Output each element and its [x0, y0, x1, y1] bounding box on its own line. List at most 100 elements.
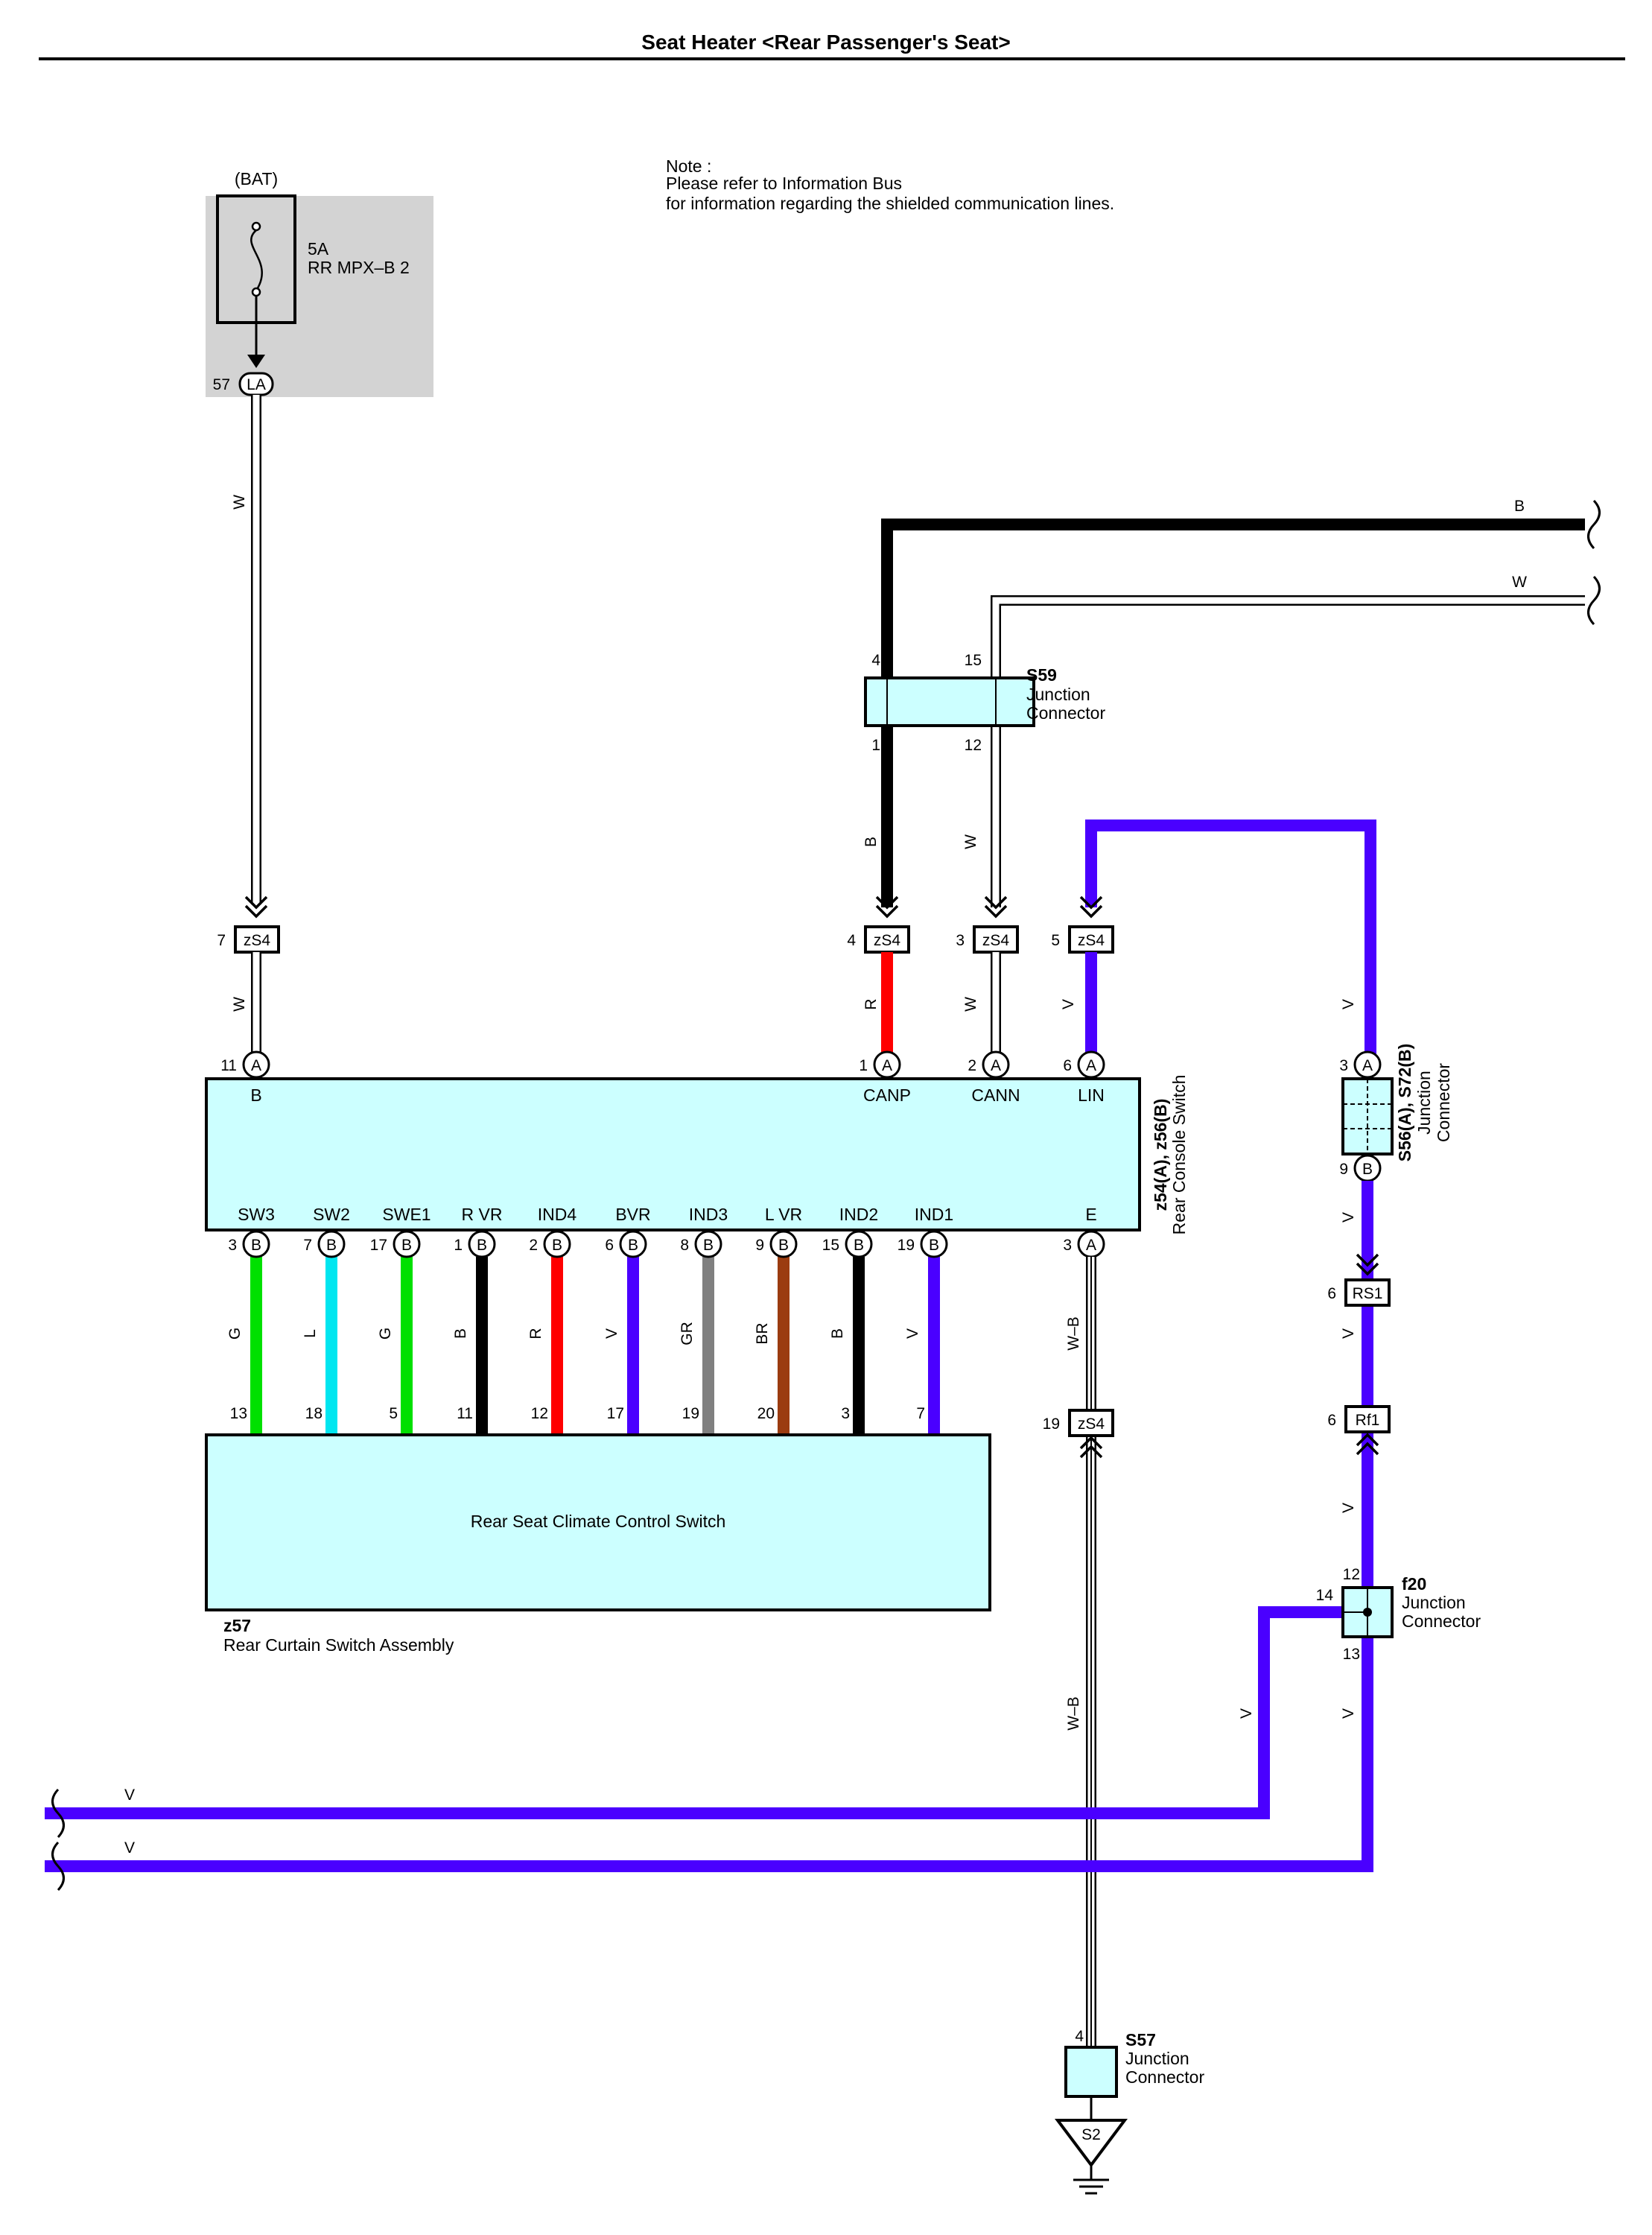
note-line-1: Please refer to Information Bus [666, 174, 902, 193]
wire-color-label: R [527, 1328, 544, 1339]
s57-code: S57 [1125, 2030, 1156, 2049]
console-pin-conn: B [628, 1237, 638, 1254]
console-pin-circle [694, 1230, 722, 1258]
console-pin-label: SW3 [238, 1205, 275, 1224]
wire-color-label: BR [754, 1322, 771, 1344]
zs4-pin: 19 [1043, 1416, 1060, 1433]
climate-pin-number: 13 [230, 1405, 247, 1422]
f20-desc-line-1: Junction [1402, 1593, 1466, 1612]
wire-color-zs4-3: W [962, 997, 979, 1012]
break-mark-bottom-upper [51, 1788, 65, 1839]
note-heading: Note : [666, 156, 711, 176]
wire-b-main [881, 519, 1585, 907]
s57-desc-line-1: Junction [1125, 2049, 1189, 2068]
s59-pin-top-left: 4 [871, 652, 880, 669]
rf1-connector: Rf1 6 [1327, 1405, 1391, 1433]
wire-color-s59-b: B [862, 837, 880, 847]
climate-pin-number: 20 [757, 1405, 775, 1422]
console-pin-circle [619, 1230, 647, 1258]
s59-pin-bottom-right: 12 [965, 737, 982, 754]
wire-color-rf1: V [1340, 1503, 1357, 1513]
wire-v-lin [1085, 820, 1376, 1061]
pin-number: 9 [1339, 1161, 1348, 1178]
zs4-pin: 3 [956, 932, 965, 949]
pin-number: 2 [968, 1057, 976, 1074]
console-pin-circle [242, 1230, 270, 1258]
wire-color-bottom-lower: V [124, 1839, 135, 1857]
rs1-pin: 6 [1327, 1285, 1336, 1302]
console-pin-circle [317, 1230, 346, 1258]
s59-pin-top-right: 15 [965, 652, 982, 669]
console-pin-conn: B [854, 1237, 864, 1254]
zs4-label: zS4 [1078, 932, 1105, 949]
console-pin-number: 6 [605, 1237, 614, 1254]
fuse-element-icon [250, 229, 263, 291]
pin-conn: A [1362, 1057, 1373, 1074]
console-pin-conn: B [477, 1237, 487, 1254]
wire-color-zs4-4: V [1060, 999, 1077, 1009]
wire-color-zs4-1: W [231, 997, 248, 1012]
wire-color-f20-bottom: V [1340, 1708, 1357, 1719]
s56-code: S56(A), S72(B) [1395, 1044, 1414, 1161]
console-pin-number: 9 [755, 1237, 764, 1254]
f20-pin-bottom: 13 [1343, 1646, 1360, 1663]
fuse-terminal-bottom [251, 287, 261, 297]
s57-junction-connector [1064, 2046, 1118, 2098]
console-pin-conn: B [401, 1237, 412, 1254]
console-pin-number: 1 [454, 1237, 463, 1254]
break-mark-second [1587, 575, 1601, 626]
console-pin-conn: B [326, 1237, 337, 1254]
console-pin-circle [769, 1230, 798, 1258]
console-pin-conn: B [778, 1237, 789, 1254]
console-pin-lin: A 6 LIN [1063, 1050, 1105, 1105]
zs4-pin: 7 [217, 932, 226, 949]
wire-color-label: G [226, 1328, 244, 1340]
wire-color-label: B [452, 1328, 469, 1339]
wire-color-b-top: B [1514, 498, 1525, 515]
wire-color-bottom-upper: V [124, 1787, 135, 1804]
fuse-connector-label: LA [247, 376, 266, 393]
console-switch-code: z54(A), z56(B) [1151, 1099, 1170, 1211]
console-pin-circle [393, 1230, 421, 1258]
zs4-label: zS4 [1078, 1416, 1105, 1433]
wire-color-label: B [829, 1328, 846, 1339]
console-pin-number: 15 [822, 1237, 839, 1254]
double-chevron-icon [875, 895, 1008, 919]
break-mark-bottom-lower [51, 1841, 65, 1892]
console-pin-label: SWE1 [382, 1205, 431, 1224]
console-pin-circle [845, 1230, 873, 1258]
double-chevron-icon [244, 895, 268, 919]
console-pin-number: 8 [680, 1237, 689, 1254]
wire-color-label: V [904, 1328, 921, 1339]
zs4-connector-2: zS4 4 [847, 925, 910, 954]
pin-number: 11 [220, 1057, 237, 1074]
pin-conn: A [882, 1057, 892, 1074]
s56-junction-connector [1341, 1077, 1394, 1155]
fuse-pin-number: 57 [213, 376, 230, 393]
console-pin-label: R VR [462, 1205, 503, 1224]
console-pin-number: 2 [529, 1237, 538, 1254]
fuse-arrow-icon [247, 355, 265, 368]
pin-label: B [250, 1085, 261, 1105]
ground-icon: S2 [1055, 2119, 1128, 2195]
pin-conn: A [1086, 1057, 1096, 1074]
f20-junction-connector [1341, 1586, 1394, 1638]
wire-color-w-top: W [1512, 574, 1527, 591]
pin-conn: A [991, 1057, 1001, 1074]
console-pin-label: IND1 [915, 1205, 953, 1224]
fuse-terminal-top [251, 221, 261, 232]
console-pin-conn: B [251, 1237, 261, 1254]
climate-pin-number: 7 [916, 1405, 925, 1422]
rear-console-switch-body [205, 1077, 1141, 1231]
zs4-label: zS4 [982, 932, 1010, 949]
fuse-panel: (BAT) 5A RR MPX–B 2 57 LA [206, 169, 433, 397]
pin-conn: A [1086, 1237, 1096, 1254]
rs1-connector: RS1 6 [1327, 1278, 1391, 1307]
s56-pin-top: A 3 [1339, 1050, 1382, 1079]
s57-desc-line-2: Connector [1125, 2067, 1204, 2087]
console-pin-circle [543, 1230, 571, 1258]
wire-color-label: L [302, 1329, 319, 1338]
console-pin-conn: B [929, 1237, 939, 1254]
console-pin-circle [920, 1230, 948, 1258]
